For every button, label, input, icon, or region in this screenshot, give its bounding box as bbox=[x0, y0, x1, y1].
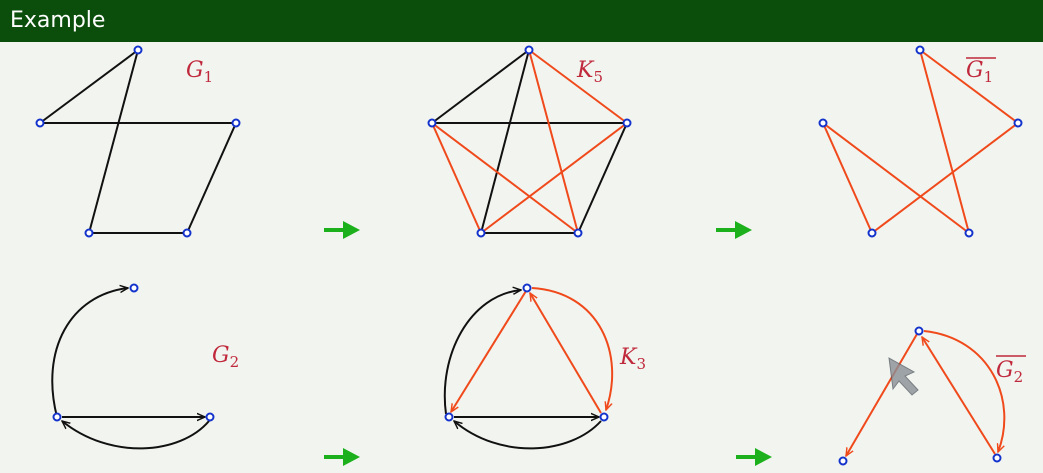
vertex bbox=[231, 118, 241, 128]
edge bbox=[923, 330, 1006, 452]
edge bbox=[88, 49, 139, 234]
label-k5: K5 bbox=[576, 58, 603, 86]
green-arrow-icon bbox=[716, 221, 752, 239]
graph-k5-original-edges bbox=[431, 49, 628, 234]
mouse-cursor-icon bbox=[888, 357, 919, 396]
vertex bbox=[182, 228, 192, 238]
edge bbox=[528, 49, 579, 234]
vertex bbox=[1013, 118, 1023, 128]
vertex bbox=[818, 118, 828, 128]
label-g2-complement: G2 bbox=[996, 358, 1023, 386]
vertex bbox=[129, 283, 139, 293]
edge bbox=[530, 293, 602, 414]
edge bbox=[528, 49, 628, 124]
vertex bbox=[427, 118, 437, 128]
vertex bbox=[133, 45, 143, 55]
graph-g2 bbox=[51, 288, 210, 450]
vertex bbox=[599, 412, 609, 422]
graph-k3-vertices bbox=[444, 283, 609, 422]
green-arrow-icon bbox=[324, 221, 360, 239]
graph-g2-vertices bbox=[52, 283, 215, 422]
graph-g1 bbox=[39, 49, 237, 234]
graph-g1-complement-vertices bbox=[818, 45, 1023, 238]
vertex bbox=[35, 118, 45, 128]
edge bbox=[431, 122, 579, 234]
vertex bbox=[476, 228, 486, 238]
edge bbox=[443, 290, 521, 415]
edge bbox=[822, 122, 873, 234]
edge bbox=[922, 337, 996, 455]
label-g1: G1 bbox=[186, 58, 213, 86]
graph-g2-complement-vertices bbox=[838, 326, 1002, 466]
edge bbox=[919, 49, 970, 234]
graph-k3-complement-edges bbox=[451, 287, 614, 414]
edge bbox=[62, 421, 210, 450]
graph-g1-vertices bbox=[35, 45, 241, 238]
edge bbox=[480, 49, 530, 234]
edge bbox=[577, 122, 628, 234]
edge bbox=[454, 421, 602, 450]
vertex bbox=[914, 326, 924, 336]
green-arrow-icon bbox=[736, 448, 772, 466]
vertex bbox=[622, 118, 632, 128]
diagram-canvas: G1 K5 G1 bbox=[35, 45, 1026, 466]
graph-k3-original-edges bbox=[443, 290, 602, 450]
edge bbox=[871, 122, 1019, 234]
slide-header: Example bbox=[0, 0, 1043, 42]
slide-title: Example bbox=[10, 8, 106, 33]
edge bbox=[51, 288, 128, 418]
green-arrow-icon bbox=[324, 448, 360, 466]
vertex bbox=[838, 456, 848, 466]
vertex bbox=[524, 45, 534, 55]
edge bbox=[531, 287, 614, 410]
edge bbox=[846, 333, 918, 456]
graph-g1-complement bbox=[822, 49, 1019, 234]
edge bbox=[431, 49, 530, 124]
vertex bbox=[915, 45, 925, 55]
vertex bbox=[84, 228, 94, 238]
edge bbox=[451, 290, 527, 412]
edge bbox=[822, 122, 970, 234]
vertex bbox=[867, 228, 877, 238]
vertex bbox=[992, 453, 1002, 463]
graph-k5-vertices bbox=[427, 45, 632, 238]
vertex bbox=[964, 228, 974, 238]
edge bbox=[431, 122, 482, 234]
label-g2: G2 bbox=[212, 343, 239, 371]
vertex bbox=[444, 412, 454, 422]
graph-k5-complement-edges bbox=[431, 49, 628, 234]
edge bbox=[39, 49, 139, 124]
vertex bbox=[52, 412, 62, 422]
vertex bbox=[573, 228, 583, 238]
edge bbox=[186, 122, 237, 234]
vertex bbox=[205, 412, 215, 422]
label-g1-complement: G1 bbox=[966, 58, 993, 86]
graph-g2-complement bbox=[846, 330, 1006, 456]
label-k3: K3 bbox=[619, 345, 646, 373]
edge bbox=[480, 122, 628, 234]
edge bbox=[919, 49, 1019, 124]
vertex bbox=[522, 283, 532, 293]
